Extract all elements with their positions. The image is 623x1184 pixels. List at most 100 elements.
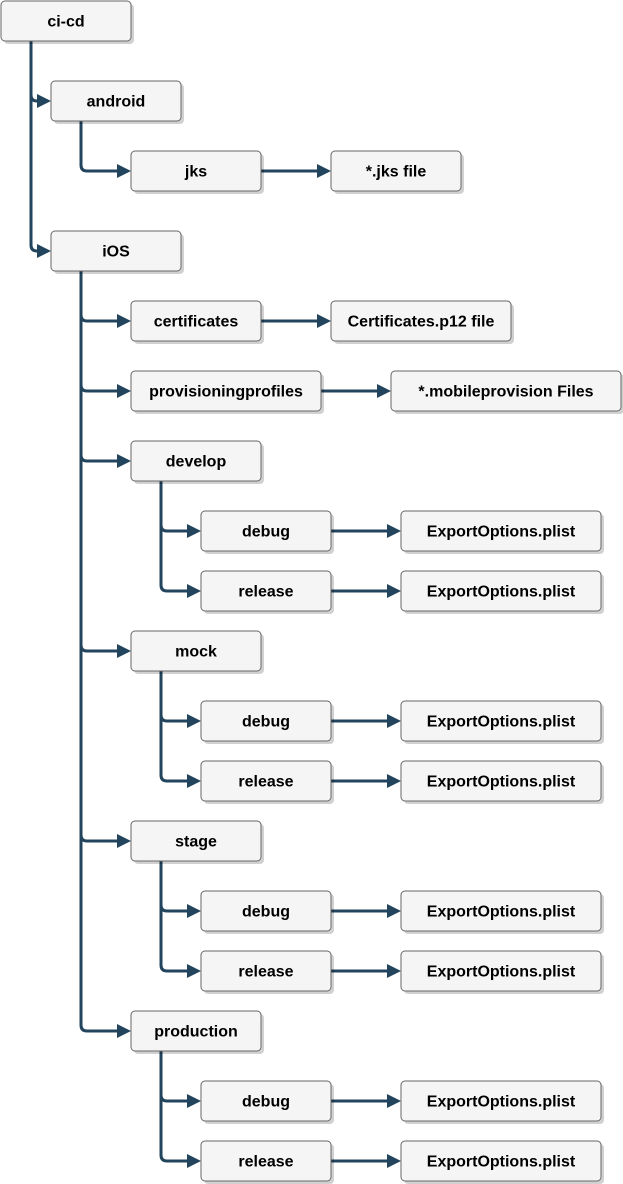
connector-mock-to-mock-debug [159,671,201,728]
connector-line [159,481,191,593]
node-box [200,890,332,932]
node-box [200,760,332,802]
node-box [390,370,622,412]
arrowhead-icon [117,384,131,398]
node-mock[interactable]: mock [130,630,264,674]
node-certificates-file[interactable]: Certificates.p12 file [330,300,514,344]
connector-line [79,271,121,463]
arrowhead-icon [117,834,131,848]
node-box [400,890,602,932]
arrowhead-icon [187,774,201,788]
node-box [400,1080,602,1122]
node-box [400,700,602,742]
arrowhead-icon [117,454,131,468]
node-label: ExportOptions.plist [427,1154,576,1171]
node-develop[interactable]: develop [130,440,264,484]
connector-layer [29,41,401,1168]
node-jks-file[interactable]: *.jks file [330,150,464,194]
node-provisioningprofiles[interactable]: provisioningprofiles [130,370,324,414]
connector-jks-to-jks-file [261,164,331,178]
node-ci-cd[interactable]: ci-cd [0,0,134,44]
node-label: certificates [154,314,239,331]
node-production-release[interactable]: release [200,1140,334,1184]
node-develop-debug[interactable]: debug [200,510,334,554]
node-label: Certificates.p12 file [348,314,495,331]
node-develop-debug-plist[interactable]: ExportOptions.plist [400,510,604,554]
node-mock-release-plist[interactable]: ExportOptions.plist [400,760,604,804]
arrowhead-icon [187,904,201,918]
node-stage-debug[interactable]: debug [200,890,334,934]
node-box [130,150,262,192]
node-stage-release-plist[interactable]: ExportOptions.plist [400,950,604,994]
node-box [130,820,262,862]
node-stage-release[interactable]: release [200,950,334,994]
node-label: ExportOptions.plist [427,714,576,731]
connector-stage-to-stage-release [159,861,201,978]
node-production[interactable]: production [130,1010,264,1054]
node-label: debug [242,904,290,921]
node-label: *.mobileprovision Files [418,384,593,401]
connector-line [159,861,191,973]
arrowhead-icon [387,524,401,538]
node-label: ExportOptions.plist [427,1094,576,1111]
arrowhead-icon [387,584,401,598]
node-label: mock [175,644,217,661]
connector-production-release-to-production-release-plist [331,1154,401,1168]
node-label: ExportOptions.plist [427,774,576,791]
node-stage[interactable]: stage [130,820,264,864]
connector-production-debug-to-production-debug-plist [331,1094,401,1108]
arrowhead-icon [387,964,401,978]
node-certificates[interactable]: certificates [130,300,264,344]
connector-provisioningprofiles-to-mobileprovision-files [321,384,391,398]
node-box [50,80,182,122]
node-production-debug-plist[interactable]: ExportOptions.plist [400,1080,604,1124]
node-mock-release[interactable]: release [200,760,334,804]
node-label: iOS [102,244,130,261]
arrowhead-icon [387,1094,401,1108]
node-label: ci-cd [47,14,84,31]
connector-line [159,481,191,533]
node-develop-release[interactable]: release [200,570,334,614]
arrowhead-icon [187,524,201,538]
connector-line [79,121,121,173]
arrowhead-icon [187,714,201,728]
node-label: android [87,94,146,111]
node-label: develop [166,454,227,471]
arrowhead-icon [117,1024,131,1038]
connector-line [79,271,121,1033]
node-mobileprovision-files[interactable]: *.mobileprovision Files [390,370,623,414]
node-mock-debug[interactable]: debug [200,700,334,744]
node-box [400,950,602,992]
arrowhead-icon [187,1094,201,1108]
node-label: release [238,774,293,791]
node-label: *.jks file [366,164,427,181]
connector-line [159,861,191,913]
arrowhead-icon [37,94,51,108]
arrowhead-icon [317,164,331,178]
connector-stage-debug-to-stage-debug-plist [331,904,401,918]
connector-line [29,41,41,253]
node-android[interactable]: android [50,80,184,124]
connector-ios-to-stage [79,271,131,848]
connector-ios-to-certificates [79,271,131,328]
arrowhead-icon [387,714,401,728]
node-jks[interactable]: jks [130,150,264,194]
node-ios[interactable]: iOS [50,230,184,274]
node-production-debug[interactable]: debug [200,1080,334,1124]
connector-ios-to-develop [79,271,131,468]
node-production-release-plist[interactable]: ExportOptions.plist [400,1140,604,1184]
node-label: provisioningprofiles [149,384,303,401]
node-label: release [238,964,293,981]
connector-line [79,271,121,323]
node-mock-debug-plist[interactable]: ExportOptions.plist [400,700,604,744]
connector-android-to-jks [79,121,131,178]
arrowhead-icon [117,164,131,178]
node-develop-release-plist[interactable]: ExportOptions.plist [400,570,604,614]
node-stage-debug-plist[interactable]: ExportOptions.plist [400,890,604,934]
arrowhead-icon [117,314,131,328]
arrowhead-icon [387,904,401,918]
connector-develop-release-to-develop-release-plist [331,584,401,598]
connector-line [159,1051,191,1163]
